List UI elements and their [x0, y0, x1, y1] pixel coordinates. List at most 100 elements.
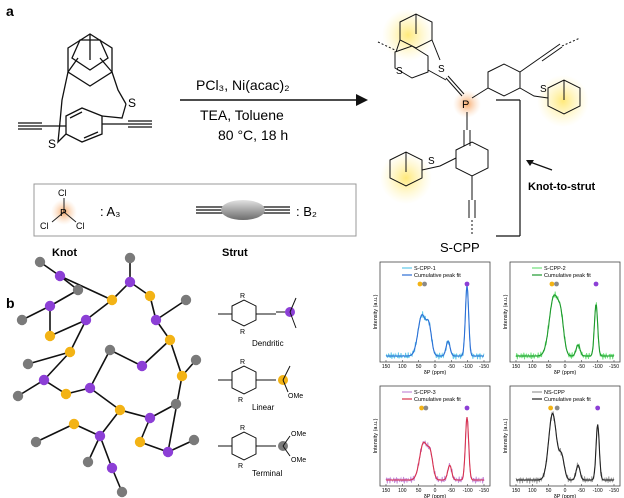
network-bond	[89, 349, 111, 389]
spectrum-xlabel: δP (ppm)	[554, 494, 577, 498]
linear-node	[144, 290, 156, 302]
spectrum-xlabel: δP (ppm)	[554, 370, 577, 376]
network-bond	[27, 351, 71, 365]
legend-text: S-CPP-3	[414, 390, 436, 396]
terminal-node	[82, 456, 94, 468]
linear-node	[60, 388, 72, 400]
spectrum-xlabel: δP (ppm)	[424, 494, 447, 498]
terminal-node	[72, 284, 84, 296]
linear-node	[68, 418, 80, 430]
terminal-node	[16, 314, 28, 326]
strut-caption: Strut	[222, 247, 248, 259]
panel-label-b: b	[6, 295, 15, 311]
motif-dendritic	[218, 297, 297, 329]
x-tick-label: -50	[578, 364, 585, 370]
x-tick-label: 0	[564, 488, 567, 494]
motif-ome: OMe	[291, 431, 306, 438]
spectrum-frame	[379, 385, 491, 487]
network-bond	[35, 423, 75, 443]
reactant-sulfur-top: S	[128, 96, 136, 110]
x-tick-label: -150	[479, 364, 489, 370]
strut-symbol	[196, 206, 290, 214]
legend-text: Cumulative peak fit	[414, 397, 461, 403]
peak-marker	[464, 281, 470, 287]
x-tick-label: 0	[434, 364, 437, 370]
legend-text: S-CPP-1	[414, 266, 436, 272]
x-tick-label: 150	[512, 364, 521, 370]
knot-bonds	[51, 198, 77, 223]
x-tick-label: -150	[479, 488, 489, 494]
terminal-node	[104, 344, 116, 356]
knot-cl-left: Cl	[40, 221, 49, 231]
spectrum-ylabel: Intensity (a.u.)	[503, 418, 509, 453]
x-tick-label: 50	[546, 488, 552, 494]
spectrum-ylabel: Intensity (a.u.)	[503, 294, 509, 329]
network-bond	[169, 339, 183, 377]
peak-marker	[419, 405, 425, 411]
dendritic-node	[150, 314, 162, 326]
x-tick-label: 100	[398, 488, 407, 494]
linear-node	[44, 330, 56, 342]
linear-node	[64, 346, 76, 358]
motif-substituent: R	[240, 359, 245, 366]
network-bond	[167, 375, 183, 453]
reaction-reagents: PCl₃, Ni(acac)₂	[196, 77, 290, 93]
linear-node	[164, 334, 176, 346]
spectrum-fit-line	[516, 412, 614, 481]
network-bond	[141, 339, 171, 367]
terminal-node	[22, 358, 34, 370]
motif-substituent: R	[238, 397, 243, 404]
x-tick-label: -100	[593, 488, 603, 494]
x-tick-label: 50	[416, 364, 422, 370]
legend-text: Cumulative peak fit	[414, 273, 461, 279]
x-tick-label: -150	[609, 488, 619, 494]
dendritic-node	[94, 430, 106, 442]
x-tick-label: -150	[609, 364, 619, 370]
product-sulfur: S	[438, 64, 445, 75]
annotation-arrow	[529, 161, 553, 171]
peak-marker	[593, 281, 599, 287]
network-diagram	[12, 252, 202, 498]
terminal-node	[170, 398, 182, 410]
motif-ome: OMe	[288, 393, 303, 400]
product-molecule	[377, 9, 589, 237]
peak-marker	[554, 281, 559, 287]
network-bond	[99, 435, 113, 469]
knot-caption: Knot	[52, 247, 77, 259]
network-bond	[89, 387, 121, 411]
network-bond	[49, 319, 87, 337]
x-tick-label: 100	[528, 488, 537, 494]
peak-marker	[595, 405, 601, 411]
dendritic-node	[144, 412, 156, 424]
legend-text: NS-CPP	[544, 390, 565, 396]
spectrum-fit-line	[386, 285, 484, 357]
network-bond	[49, 289, 79, 307]
x-tick-label: -100	[593, 364, 603, 370]
x-tick-label: 150	[512, 488, 521, 494]
linear-node	[106, 294, 118, 306]
product-p-atom: P	[462, 99, 469, 111]
knot-cl-right: Cl	[76, 221, 85, 231]
linear-node	[134, 436, 146, 448]
network-bond	[85, 299, 113, 321]
x-tick-label: 100	[528, 364, 537, 370]
product-annotation: Knot-to-strut	[528, 181, 596, 193]
reactant-molecule	[18, 33, 152, 144]
dendritic-node	[136, 360, 148, 372]
dendritic-node	[124, 276, 136, 288]
x-tick-label: 50	[416, 488, 422, 494]
adamantane-glow	[537, 75, 589, 127]
x-tick-label: -100	[463, 364, 473, 370]
x-tick-label: 0	[564, 364, 567, 370]
peak-marker	[464, 405, 470, 411]
peak-marker	[417, 281, 423, 287]
reaction-solvent: TEA, Toluene	[200, 107, 284, 123]
motif-label-terminal: Terminal	[252, 469, 282, 478]
spectrum-ylabel: Intensity (a.u.)	[373, 294, 379, 329]
x-tick-label: -50	[448, 488, 455, 494]
motif-linear	[218, 365, 291, 395]
